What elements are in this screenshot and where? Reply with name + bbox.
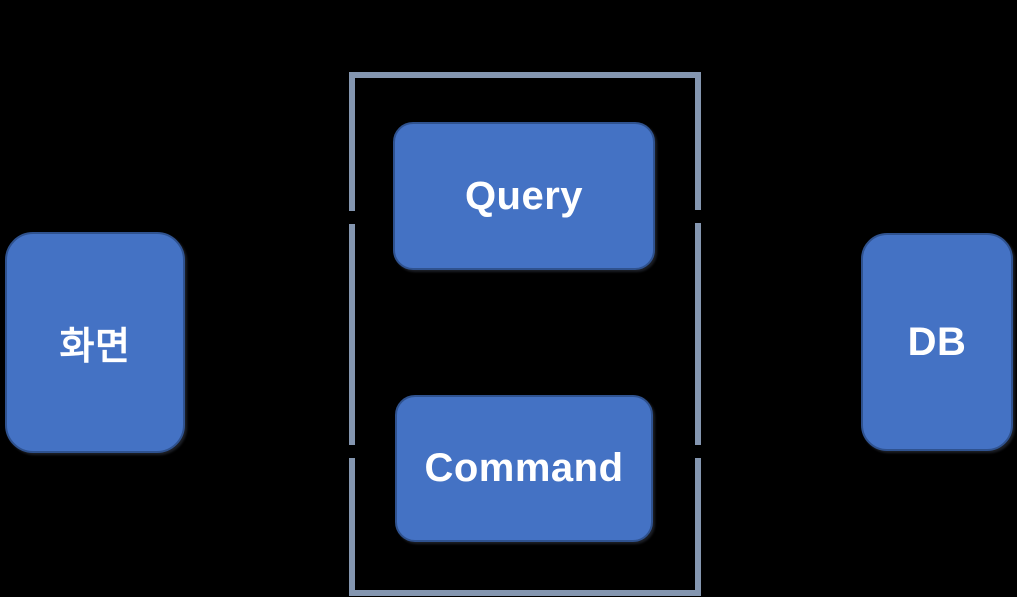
query-node-label: Query [464,173,584,218]
db-node-label: DB [907,319,967,364]
query-node: Query [393,122,655,270]
cqrs-frame [349,72,701,596]
screen-node-label: 화면 [59,326,131,368]
connector-gap-right-command [692,445,704,458]
command-node: Command [395,395,653,542]
command-node-label: Command [424,446,624,490]
connector-gap-left-command [346,445,358,458]
connector-gap-left-query [346,211,358,224]
screen-node: 화면 [5,232,185,453]
db-node: DB [861,233,1013,451]
connector-gap-right-query [692,210,704,223]
